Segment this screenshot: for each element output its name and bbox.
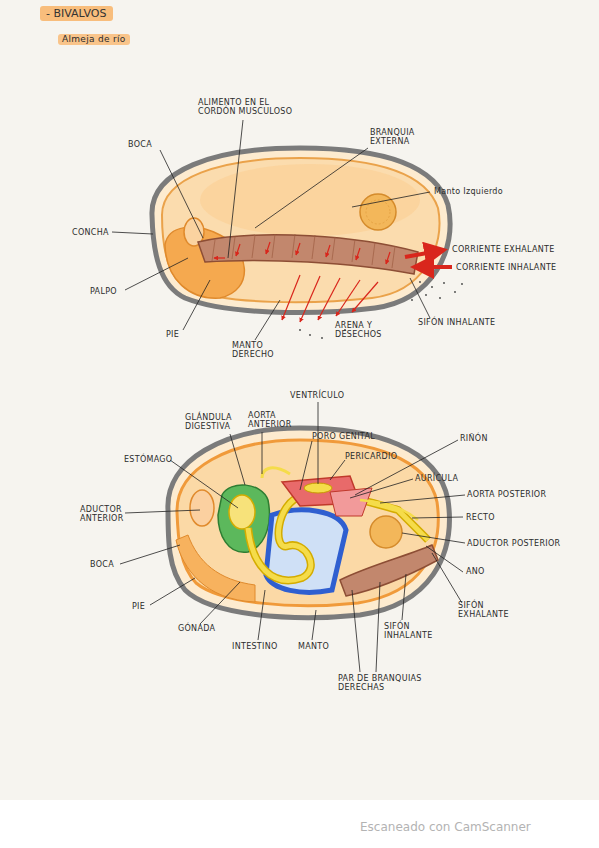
leader-lines [112, 120, 465, 672]
sand-dots [299, 281, 463, 339]
kidney [330, 488, 372, 516]
part-label: CONCHA [72, 228, 109, 237]
part-label: INTESTINO [232, 642, 278, 651]
anterior-aorta [262, 468, 290, 478]
ventricle [304, 483, 332, 493]
part-label: BOCA [90, 560, 114, 569]
posterior-adductor [370, 516, 402, 548]
inhalant-arrow [414, 265, 452, 269]
part-label: SIFÓN INHALANTE [418, 318, 495, 327]
water-arrows [214, 242, 390, 264]
bottom-clam [168, 428, 450, 618]
part-label: GLÁNDULA DIGESTIVA [185, 413, 245, 431]
part-label: AURÍCULA [415, 474, 458, 483]
part-label: PAR DE BRANQUIAS DERECHAS [338, 674, 438, 692]
part-label: MANTO DERECHO [232, 341, 284, 359]
part-label: ARENA Y DESECHOS [335, 321, 397, 339]
part-label: ALIMENTO EN EL CORDÓN MUSCULOSO [198, 98, 298, 116]
stomach [229, 495, 255, 529]
part-label: VENTRÍCULO [290, 391, 344, 400]
part-label: ADUCTOR ANTERIOR [80, 505, 138, 523]
mantle [162, 158, 440, 302]
part-label: PERICARDIO [345, 452, 397, 461]
paper-sheet [0, 0, 599, 800]
shell [168, 428, 450, 618]
part-label: SIFÓN EXHALANTE [458, 601, 518, 619]
part-label: RECTO [466, 513, 495, 522]
mantle [177, 440, 438, 606]
part-label: GÓNADA [178, 624, 215, 633]
part-label: PALPO [90, 287, 117, 296]
part-label: ANO [466, 567, 485, 576]
gills [340, 545, 438, 596]
top-clam [152, 148, 463, 339]
flow-label: CORRIENTE EXHALANTE [452, 245, 555, 254]
shell [152, 148, 450, 313]
gill [198, 235, 418, 274]
anterior-adductor [190, 490, 214, 526]
part-label: BRANQUIA EXTERNA [370, 128, 432, 146]
digestive-gland [218, 485, 269, 552]
part-label: MANTO [298, 642, 329, 651]
part-label: ADUCTOR POSTERIOR [467, 539, 560, 548]
posterior-aorta [360, 500, 418, 520]
waste-arrows [282, 275, 378, 322]
part-label: SIFÓN INHALANTE [384, 622, 442, 640]
part-label: Manto Izquierdo [434, 187, 503, 196]
part-label: PORO GENITAL [312, 432, 375, 441]
flow-label: CORRIENTE INHALANTE [456, 263, 556, 272]
subtitle: Almeja de río [58, 34, 130, 45]
part-label: AORTA ANTERIOR [248, 411, 296, 429]
watermark: Escaneado con CamScanner [360, 820, 531, 834]
exhalant-arrow [405, 250, 444, 257]
part-label: PIE [132, 602, 145, 611]
part-label: ESTÓMAGO [124, 455, 172, 464]
gill-hatching [212, 234, 395, 268]
part-label: PIE [166, 330, 179, 339]
part-label: AORTA POSTERIOR [467, 490, 546, 499]
page-title: - BIVALVOS [40, 6, 113, 21]
part-label: BOCA [128, 140, 152, 149]
part-label: RIÑÓN [460, 434, 488, 443]
